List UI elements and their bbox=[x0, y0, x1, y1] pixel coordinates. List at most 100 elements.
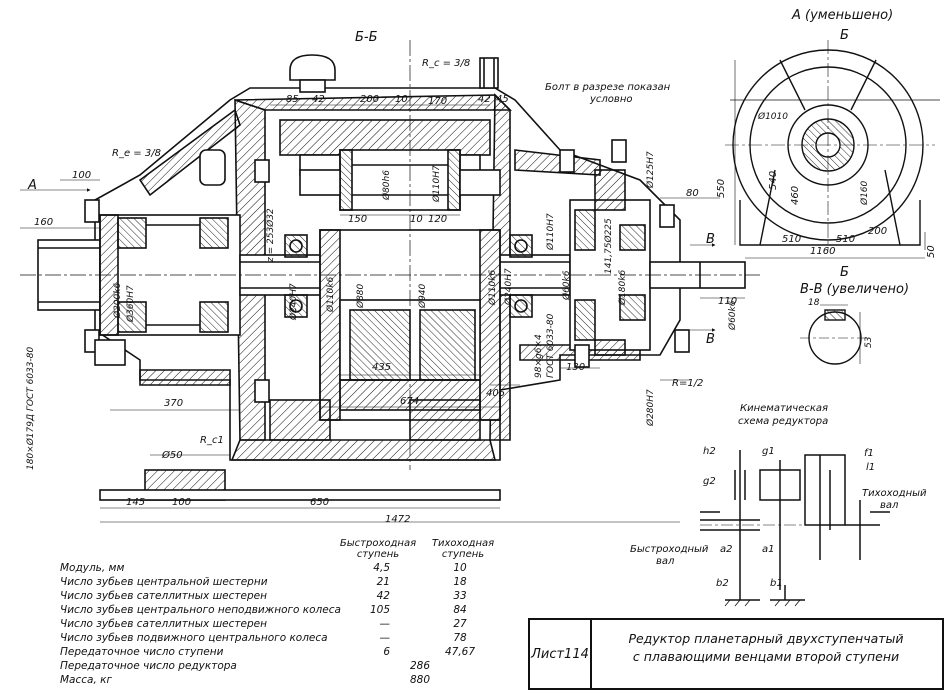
dim-80: 80 bbox=[686, 188, 699, 199]
re-left-label: R_e = 3/8 bbox=[112, 148, 161, 159]
arrow-v-top-label: B bbox=[706, 232, 715, 247]
drawing-title-line1: Редуктор планетарный двухступенчатый bbox=[628, 631, 904, 646]
dim-650: 650 bbox=[310, 497, 330, 508]
arrow-a-label: A bbox=[28, 178, 37, 193]
kin-h2: h2 bbox=[703, 446, 716, 457]
dim-va-1010: Ø1010 bbox=[758, 112, 788, 122]
spec-row: Число зубьев центрального неподвижного к… bbox=[60, 604, 520, 616]
spec-row-slow-value: 84 bbox=[453, 604, 467, 616]
spec-col1-header-line1: Быстроходная bbox=[339, 538, 417, 549]
spec-col1-header: Быстроходная ступень bbox=[338, 538, 418, 560]
dim-va-160: Ø160 bbox=[860, 180, 870, 205]
spec-row-name: Число зубьев сателлитных шестерен bbox=[60, 618, 267, 630]
spec-col1-header-line2: ступень bbox=[356, 549, 400, 560]
r-half-label: R=1/2 bbox=[672, 378, 704, 389]
dim-va-200: 200 bbox=[868, 226, 888, 237]
dim-phi880: Ø880 bbox=[356, 283, 366, 308]
spec-row-slow-value: 33 bbox=[453, 590, 467, 602]
sheet-number: Лист114 bbox=[530, 620, 592, 688]
drawing-title-line2: с плавающими венцами второй ступени bbox=[632, 649, 900, 664]
dim-160: 160 bbox=[34, 217, 54, 228]
dim-200: 200 bbox=[360, 94, 380, 105]
bolt-note-line1: Болт в разрезе показан bbox=[545, 82, 671, 93]
arrow-b-bottom-label: Б bbox=[840, 265, 849, 280]
dim-110: 110 bbox=[718, 296, 738, 307]
kin-l1: l1 bbox=[866, 462, 876, 473]
kin-fast-shaft-2: вал bbox=[656, 556, 675, 567]
kin-a1: a1 bbox=[762, 544, 775, 555]
kinematic-title-1: Кинематическая bbox=[740, 403, 829, 414]
dim-phi110a: Ø110k6 bbox=[326, 276, 336, 312]
dim-phi110b: Ø110k6 bbox=[488, 269, 498, 305]
dim-150: 150 bbox=[348, 214, 368, 225]
dim-phi145: 141,75Ø225 bbox=[604, 218, 614, 274]
dim-vb-18: 18 bbox=[808, 298, 820, 308]
spec-row-name: Передаточное число редуктора bbox=[60, 660, 237, 672]
kin-slow-shaft-1: Тихоходный bbox=[862, 488, 927, 499]
dim-435: 435 bbox=[372, 362, 392, 373]
view-v bbox=[800, 304, 870, 365]
spec-row-fast-value: 286 bbox=[409, 660, 430, 672]
dim-120: 120 bbox=[428, 214, 448, 225]
dim-phi240b: Ø240H7 bbox=[504, 268, 514, 305]
dim-170: 170 bbox=[428, 96, 448, 107]
dim-674: 674 bbox=[400, 396, 420, 407]
dim-phi50: Ø50 bbox=[162, 450, 183, 461]
dim-phi360: Ø360H7 bbox=[126, 285, 136, 322]
spec-row-fast-value: — bbox=[379, 618, 391, 630]
arrow-v-bottom-label: B bbox=[706, 332, 715, 347]
dim-va-50: 50 bbox=[926, 245, 937, 258]
spline-note-2: ГОСТ 6033-80 bbox=[546, 313, 556, 378]
dim-va-460: 460 bbox=[790, 185, 801, 205]
spec-row-slow-value: 78 bbox=[453, 632, 467, 644]
dim-42a: 42 bbox=[312, 94, 325, 105]
drawing-title: Редуктор планетарный двухступенчатый с п… bbox=[592, 630, 940, 666]
kin-g1: g1 bbox=[762, 446, 775, 457]
arrow-b-top-label: Б bbox=[840, 28, 849, 43]
dim-va-510a: 510 bbox=[782, 234, 802, 245]
kin-b2: b2 bbox=[716, 578, 729, 589]
dim-100b: 100 bbox=[172, 497, 192, 508]
spec-row: Модуль, мм 4,5 10 bbox=[60, 562, 520, 574]
kin-g2: g2 bbox=[703, 476, 716, 487]
spec-row-fast-value: 42 bbox=[376, 590, 390, 602]
dim-phi200: Ø200k6 bbox=[113, 282, 123, 318]
kin-f1: f1 bbox=[864, 448, 874, 459]
rc-top-label: R_c = 3/8 bbox=[422, 58, 471, 69]
dim-z: z = 253Ø32 bbox=[266, 208, 276, 262]
spec-row-name: Модуль, мм bbox=[60, 562, 125, 574]
dim-45: 45 bbox=[496, 94, 509, 105]
title-block: Лист114 Редуктор планетарный двухступенч… bbox=[528, 618, 944, 690]
spec-row-slow-value: 18 bbox=[453, 576, 467, 588]
section-label: Б-Б bbox=[355, 30, 378, 45]
spec-row-fast-value: 21 bbox=[376, 576, 390, 588]
view-a-label: A (уменьшено) bbox=[792, 8, 894, 23]
dim-phi180: Ø180k6 bbox=[618, 269, 628, 305]
spec-row-name: Число зубьев центрального неподвижного к… bbox=[60, 604, 341, 616]
spline-note-1: 98×g6×4 bbox=[534, 334, 544, 378]
dim-phi240a: Ø240H7 bbox=[289, 283, 299, 320]
kin-fast-shaft-1: Быстроходный bbox=[630, 544, 709, 555]
spec-row-slow-value: 10 bbox=[453, 562, 467, 574]
dim-phi80: Ø80h6 bbox=[382, 170, 392, 200]
dim-phi60: Ø60k6 bbox=[562, 270, 572, 300]
dim-370: 370 bbox=[164, 398, 184, 409]
spec-row-fast-value: 105 bbox=[369, 604, 390, 616]
rc1-label: R_c1 bbox=[200, 435, 224, 446]
spec-col2-header-line2: ступень bbox=[441, 549, 485, 560]
kin-b1: b1 bbox=[770, 578, 783, 589]
spec-row-slow-value: 47,67 bbox=[444, 646, 476, 658]
dim-145: 145 bbox=[126, 497, 146, 508]
kinematic-scheme bbox=[700, 450, 890, 607]
dim-phi60shaft: Ø60k6 bbox=[728, 300, 738, 330]
bolt-note-line2: условно bbox=[590, 94, 633, 105]
spec-row: Число зубьев подвижного центрального кол… bbox=[60, 632, 520, 644]
dim-100: 100 bbox=[72, 170, 92, 181]
spec-row-fast-value: 6 bbox=[383, 646, 390, 658]
spec-row-fast-value: 4,5 bbox=[373, 562, 390, 574]
